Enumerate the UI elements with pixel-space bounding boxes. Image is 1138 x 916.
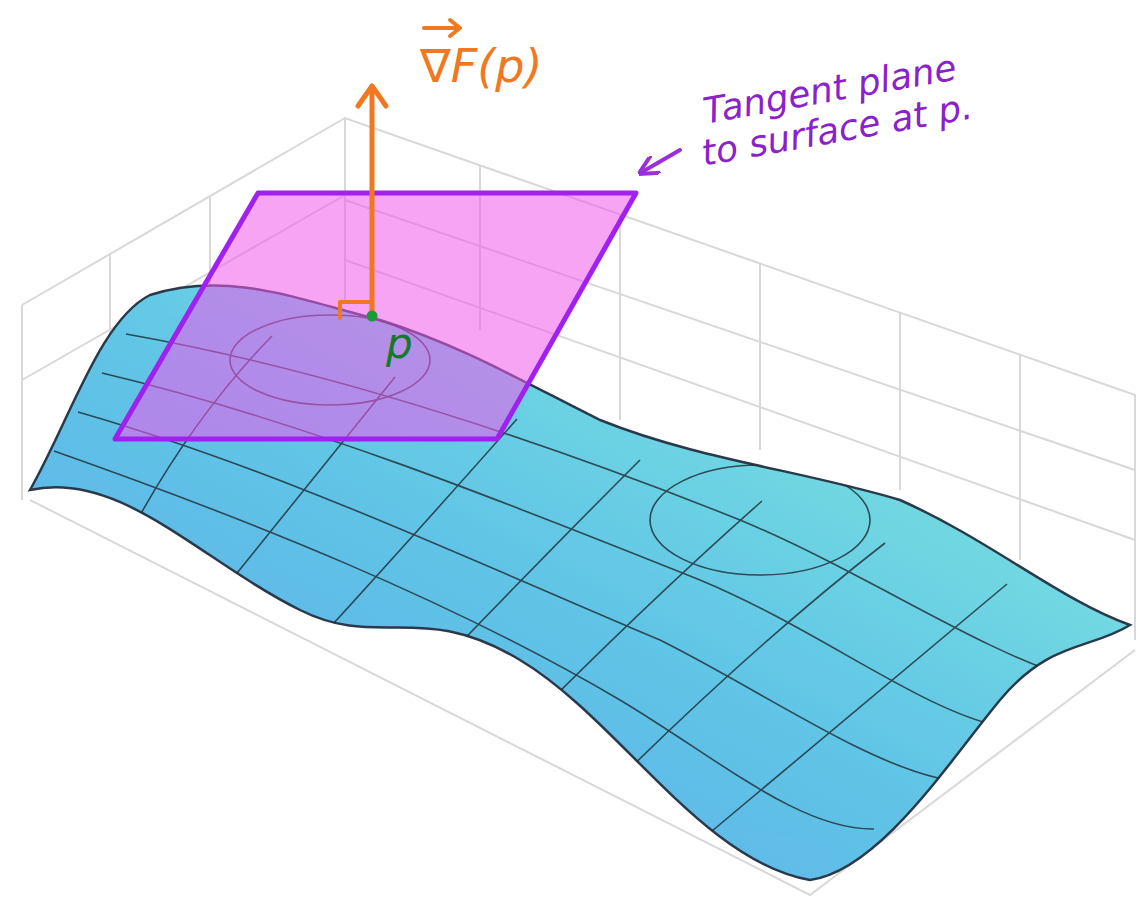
plane-annotation: Tangent plane to surface at p. (684, 42, 983, 177)
point-label: p (382, 318, 417, 370)
point-p (367, 311, 378, 322)
bounding-box (22, 118, 1135, 895)
tangent-plane (115, 193, 636, 439)
vector-accent (424, 20, 460, 36)
gradient-vector (340, 86, 386, 318)
annotation-arrow (642, 150, 680, 172)
vector-label: ∇F(p) (416, 38, 546, 95)
